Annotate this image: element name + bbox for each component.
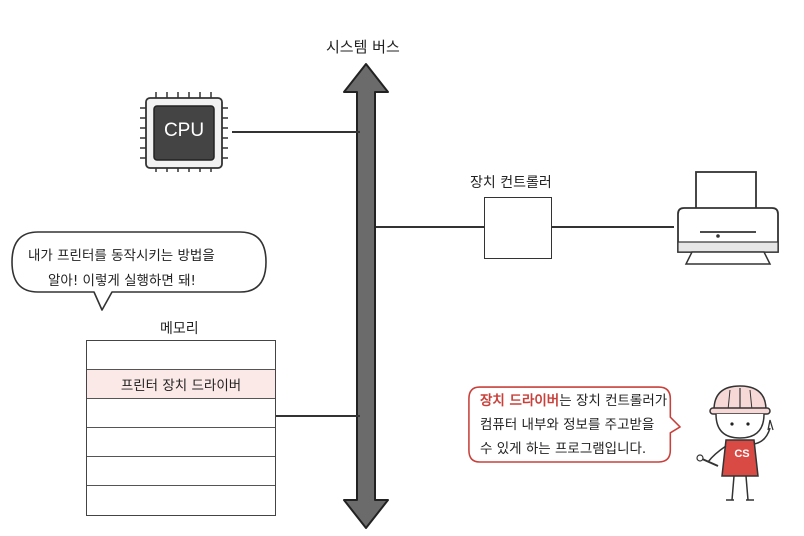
memory-row bbox=[87, 399, 275, 428]
device-controller-label: 장치 컨트롤러 bbox=[470, 175, 552, 191]
memory-row bbox=[87, 457, 275, 486]
speech-left-text: 내가 프린터를 동작시키는 방법을 알아! 이렇게 실행하면 돼! bbox=[28, 244, 258, 294]
device-controller-box bbox=[484, 197, 552, 259]
device-driver-highlight: 장치 드라이버 bbox=[480, 393, 560, 409]
cs-mascot-icon bbox=[696, 385, 774, 501]
speech-right-line3: 수 있게 하는 프로그램입니다. bbox=[480, 441, 647, 457]
printer-icon bbox=[677, 171, 779, 265]
system-bus-arrow bbox=[343, 63, 389, 529]
memory-row bbox=[87, 428, 275, 457]
system-bus-label: 시스템 버스 bbox=[326, 38, 400, 56]
bus-controller-line bbox=[376, 226, 484, 228]
cpu-bus-line bbox=[232, 131, 360, 133]
speech-left-line1: 내가 프린터를 동작시키는 방법을 bbox=[28, 248, 215, 264]
speech-bubble-right bbox=[468, 386, 681, 463]
speech-left-line2: 알아! 이렇게 실행하면 돼! bbox=[48, 273, 196, 289]
memory-row bbox=[87, 486, 275, 515]
memory-label: 메모리 bbox=[160, 321, 199, 337]
speech-bubble-left bbox=[11, 231, 267, 311]
cpu-label: CPU bbox=[163, 120, 205, 141]
memory-row bbox=[87, 341, 275, 370]
cpu-chip-icon bbox=[140, 92, 228, 172]
speech-right-line2: 컴퓨터 내부와 정보를 주고받을 bbox=[480, 417, 655, 433]
memory-bus-line bbox=[274, 415, 360, 417]
memory-block: 프린터 장치 드라이버 bbox=[86, 340, 276, 516]
speech-right-text: 장치 드라이버는 장치 컨트롤러가 컴퓨터 내부와 정보를 주고받을 수 있게 … bbox=[480, 389, 680, 461]
memory-row-printer-driver: 프린터 장치 드라이버 bbox=[87, 370, 275, 399]
speech-right-line1: 는 장치 컨트롤러가 bbox=[559, 393, 668, 409]
mascot-badge: CS bbox=[734, 448, 750, 460]
controller-printer-line bbox=[550, 226, 674, 228]
